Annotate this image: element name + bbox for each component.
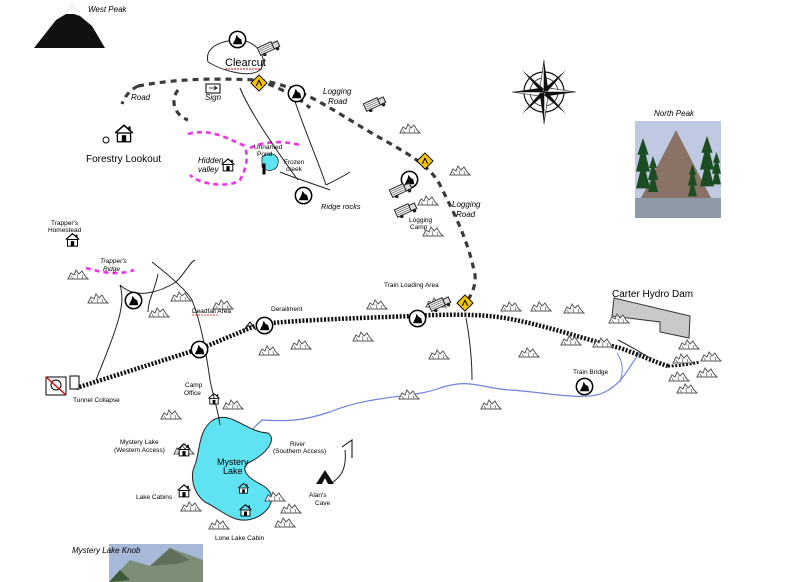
river-branch (616, 352, 623, 383)
unnamed-pond-label-2: Pond (257, 151, 273, 158)
trappers-ridge-label-2: Ridge (103, 266, 120, 273)
west-peak-mountain-icon (34, 4, 105, 48)
carter-hydro-dam-label: Carter Hydro Dam (612, 289, 693, 300)
hidden-valley-label-2: valley (198, 165, 219, 174)
mystery-lake-label-1: Mystery (217, 457, 249, 467)
trappers-homestead-label-2: Homestead (48, 227, 82, 234)
forestry-lookout-label: Forestry Lookout (86, 154, 161, 165)
lone-lake-cabin-label: Lone Lake Cabin (215, 535, 265, 542)
mystery-lake-west-label-2: (Western Access) (114, 447, 165, 454)
ridge-rocks-label: Ridge rocks (321, 202, 361, 211)
alans-cave-label-1: Alan's (309, 492, 327, 499)
camp-office-label-2: Office (184, 390, 201, 397)
train-loading-area-label: Train Loading Area (384, 282, 439, 289)
river-south-label-2: (Southern Access) (273, 448, 326, 455)
mystery-lake-knob-image (109, 544, 203, 582)
camp-office-label-1: Camp (185, 382, 203, 389)
lake-cabins-label: Lake Cabins (136, 494, 173, 501)
mystery-lake-label-2: Lake (223, 466, 243, 476)
north-peak-label: North Peak (654, 109, 695, 118)
north-peak-image (635, 121, 721, 218)
compass-rose-icon (511, 59, 577, 125)
tunnel-collapse-label: Tunnel Collapse (73, 397, 120, 404)
west-peak-label: West Peak (88, 5, 128, 14)
hidden-valley-label-1: Hidden (198, 156, 224, 165)
derailment-label: Derailment (271, 306, 303, 313)
river-south-label-1: River (290, 441, 306, 448)
deadfall-area-label: Deadfall Area (192, 308, 231, 315)
trappers-ridge-label-1: Trapper's (100, 258, 128, 265)
logging-camp-label-1: Logging (409, 217, 433, 224)
logging-road-right-label-2: Road (456, 210, 476, 219)
carter-hydro-dam (611, 297, 691, 339)
alans-cave-label-2: Cave (315, 500, 331, 507)
railway (75, 312, 669, 391)
railway-spur (667, 360, 701, 368)
post-icon (102, 136, 353, 458)
road-label: Road (131, 93, 151, 102)
train-bridge-label: Train Bridge (573, 369, 609, 376)
mystery-lake-knob-label: Mystery Lake Knob (72, 546, 141, 555)
logging-road-right-label-1: Logging (452, 200, 481, 209)
alans-cave-icon (316, 470, 334, 484)
clearcut-label: Clearcut (225, 57, 266, 69)
tunnel-collapse-icon (45, 375, 80, 396)
logging-road-top-label-2: Road (328, 97, 348, 106)
logging-camp-label-2: Camp (410, 224, 428, 231)
logging-road-top-label-1: Logging (323, 87, 352, 96)
river (231, 351, 641, 456)
frozen-creek-label-1: Frozen (284, 159, 305, 166)
map-labels: West Peak North Peak Mystery Lake Knob C… (48, 5, 695, 555)
unnamed-pond-label-1: Unnamed (254, 144, 283, 151)
rocks-group (67, 123, 722, 530)
trappers-homestead-label-1: Trapper's (51, 220, 79, 227)
hazard-sign-icon (250, 74, 474, 312)
logging-truck-icon (256, 38, 453, 312)
mystery-lake-west-label-1: Mystery Lake (120, 439, 159, 446)
frozen-creek-label-2: creek (286, 166, 303, 173)
sign-label: Sign (205, 93, 222, 102)
sign-icon (205, 83, 221, 94)
